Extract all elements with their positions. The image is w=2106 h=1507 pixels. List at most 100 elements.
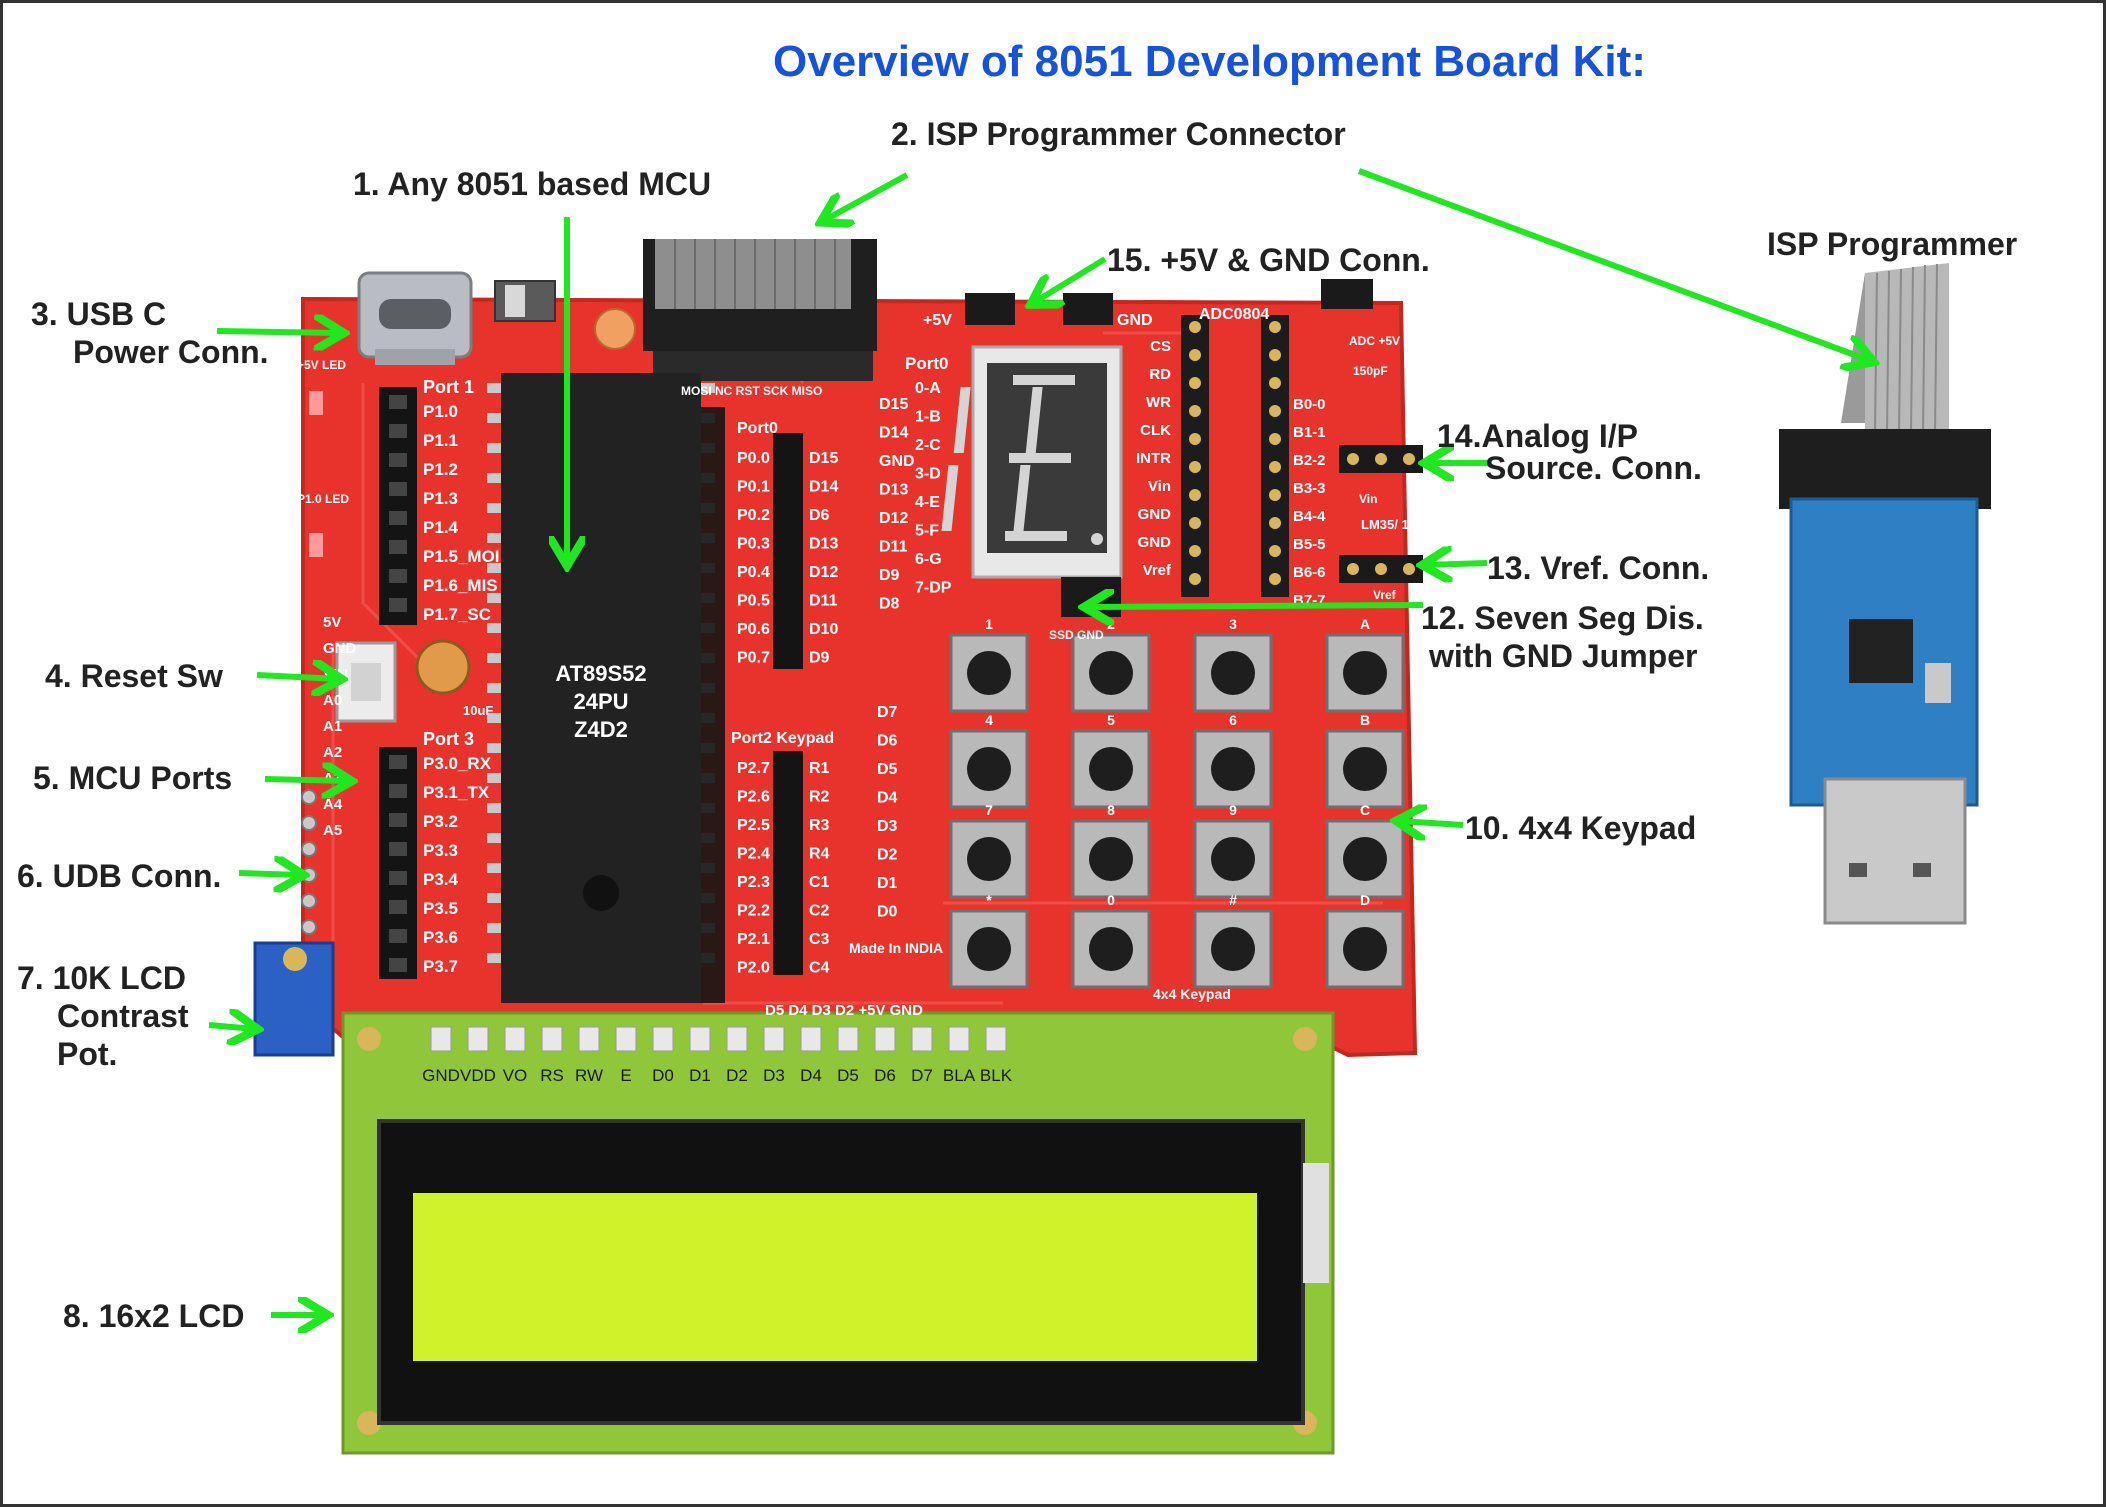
d-pin-label: D11 [879, 539, 908, 556]
port3-pin-label: P3.5 [423, 899, 458, 918]
seg-map-title: Port0 [905, 354, 948, 373]
port0-pin-label: P0.6 [737, 621, 770, 638]
electrolytic-capacitor [415, 639, 471, 695]
keypad-key-label: # [1229, 892, 1237, 908]
lcd-pin-label: D7 [911, 1066, 933, 1085]
lcd-pin-label: D6 [874, 1066, 896, 1085]
port0-pin-label: P0.0 [737, 450, 770, 467]
arrow-vref [1425, 563, 1488, 565]
lcd-pin-pad [800, 1026, 822, 1052]
cap10uf-label: 10uF [463, 703, 493, 718]
udb-pin-label: A2 [323, 744, 342, 761]
label-mcu: 1. Any 8051 based MCU [353, 166, 712, 202]
arrow-pot [208, 1025, 255, 1029]
lcd-pin-pad [504, 1026, 526, 1052]
keypad-rc-label: R3 [809, 817, 830, 834]
port0-pin-label: P0.1 [737, 479, 770, 496]
keypad-key-label: 7 [985, 802, 993, 818]
lcd-pin-label: RS [540, 1066, 564, 1085]
plus5v-label: +5V [923, 312, 952, 329]
adc-left-label: CLK [1140, 422, 1171, 439]
label-analog-1: 14.Analog I/P [1437, 418, 1638, 454]
seg-map-label: 7-DP [915, 580, 952, 597]
adc5v-label: ADC +5V [1349, 334, 1400, 348]
label-pot-1: 7. 10K LCD [17, 960, 186, 996]
keypad-key-label: 0 [1107, 892, 1115, 908]
lcd-pin-label: D3 [763, 1066, 785, 1085]
keypad-key-label: 5 [1107, 712, 1115, 728]
vref-header [1339, 555, 1423, 583]
adc-left-label: INTR [1136, 450, 1171, 467]
keypad-key-label: 8 [1107, 802, 1115, 818]
port2-pin-label: P2.7 [737, 760, 770, 777]
port3-pin-label: P3.4 [423, 870, 459, 889]
keypad-key [949, 729, 1029, 809]
callout-arrows [208, 168, 1871, 1315]
keypad-key [1193, 633, 1273, 713]
lcd-pin-label: D4 [800, 1066, 822, 1085]
label-usb-c-1: 3. USB C [31, 296, 167, 332]
adc-left-label: GND [1138, 506, 1172, 523]
d-pin-label: D12 [809, 564, 838, 581]
adc-right-label: B0-0 [1293, 396, 1326, 413]
mcu-marking: 24PU [573, 689, 628, 714]
keypad-key-label: 6 [1229, 712, 1237, 728]
arrow-isp-connector [823, 172, 909, 221]
port0-pin-label: P0.3 [737, 536, 770, 553]
label-mcu-ports: 5. MCU Ports [33, 760, 233, 796]
port0-pin-label: P0.4 [737, 564, 770, 581]
d-pin-label: D13 [879, 482, 908, 499]
port0-pin-label: P0.5 [737, 593, 770, 610]
port3-title: Port 3 [423, 729, 474, 749]
adc-right-label: B4-4 [1293, 508, 1326, 525]
lcd-pin-label: D2 [726, 1066, 748, 1085]
diagram-title: Overview of 8051 Development Board Kit: [773, 37, 1646, 86]
port1-pin-label: P1.0 [423, 402, 458, 421]
seg-map-label: 0-A [915, 380, 941, 397]
d-pin-label: D0 [877, 904, 898, 921]
label-vref: 13. Vref. Conn. [1487, 550, 1710, 586]
d-pin-label: D15 [809, 450, 838, 467]
keypad-key-label: 3 [1229, 616, 1237, 632]
d-pin-label: D12 [879, 510, 908, 527]
cap150-label: 150pF [1353, 364, 1388, 378]
keypad-rc-label: R1 [809, 760, 830, 777]
seg-map-label: 3-D [915, 466, 941, 483]
keypad-key-label: 4 [985, 712, 993, 728]
port0-title: Port0 [737, 420, 778, 437]
label-analog-2: Source. Conn. [1485, 450, 1702, 486]
keypad-rc-label: C2 [809, 903, 830, 920]
adc-title: ADC0804 [1199, 306, 1269, 323]
udb-pin-label: GND [323, 640, 357, 657]
d-pin-label: D3 [877, 818, 898, 835]
keypad-key-label: 1 [985, 616, 993, 632]
ssd-gnd-label: SSD GND [1049, 628, 1104, 642]
label-pot-3: Pot. [57, 1036, 118, 1072]
adc-socket [1181, 315, 1289, 597]
seg-map-label: 6-G [915, 551, 942, 568]
lcd-pin-pad [763, 1026, 785, 1052]
keypad-key-label: 2 [1107, 616, 1115, 632]
lm35-label: LM35/ 10k Pot. [1361, 517, 1451, 532]
d-pin-label: D7 [877, 704, 898, 721]
keypad-key [949, 633, 1029, 713]
seg-map-label: 1-B [915, 409, 941, 426]
lcd-pin-label: D0 [652, 1066, 674, 1085]
usb-c-connector [357, 271, 473, 365]
keypad-key-label: B [1360, 712, 1370, 728]
p1-led-label: P1.0 LED [297, 492, 349, 506]
arrow-isp-programmer [1357, 168, 1871, 361]
mcu-chip [487, 373, 715, 1003]
keypad-rc-label: R2 [809, 789, 830, 806]
contrast-potentiometer [253, 941, 335, 1057]
pcb-silkscreen: Port 1P1.0P1.1P1.2P1.3P1.4P1.5_MOIP1.6_M… [297, 306, 1451, 1019]
keypad-key [1071, 729, 1151, 809]
port3-pin-label: P3.1_TX [423, 783, 490, 802]
lcd-pin-pad [689, 1026, 711, 1052]
label-isp-programmer: ISP Programmer [1767, 226, 2018, 262]
keypad-key [1325, 729, 1405, 809]
lcd-pin-pad [578, 1026, 600, 1052]
keypad-key [1193, 729, 1273, 809]
port0-pin-label: P0.2 [737, 507, 770, 524]
d-pin-label: D8 [879, 596, 900, 613]
